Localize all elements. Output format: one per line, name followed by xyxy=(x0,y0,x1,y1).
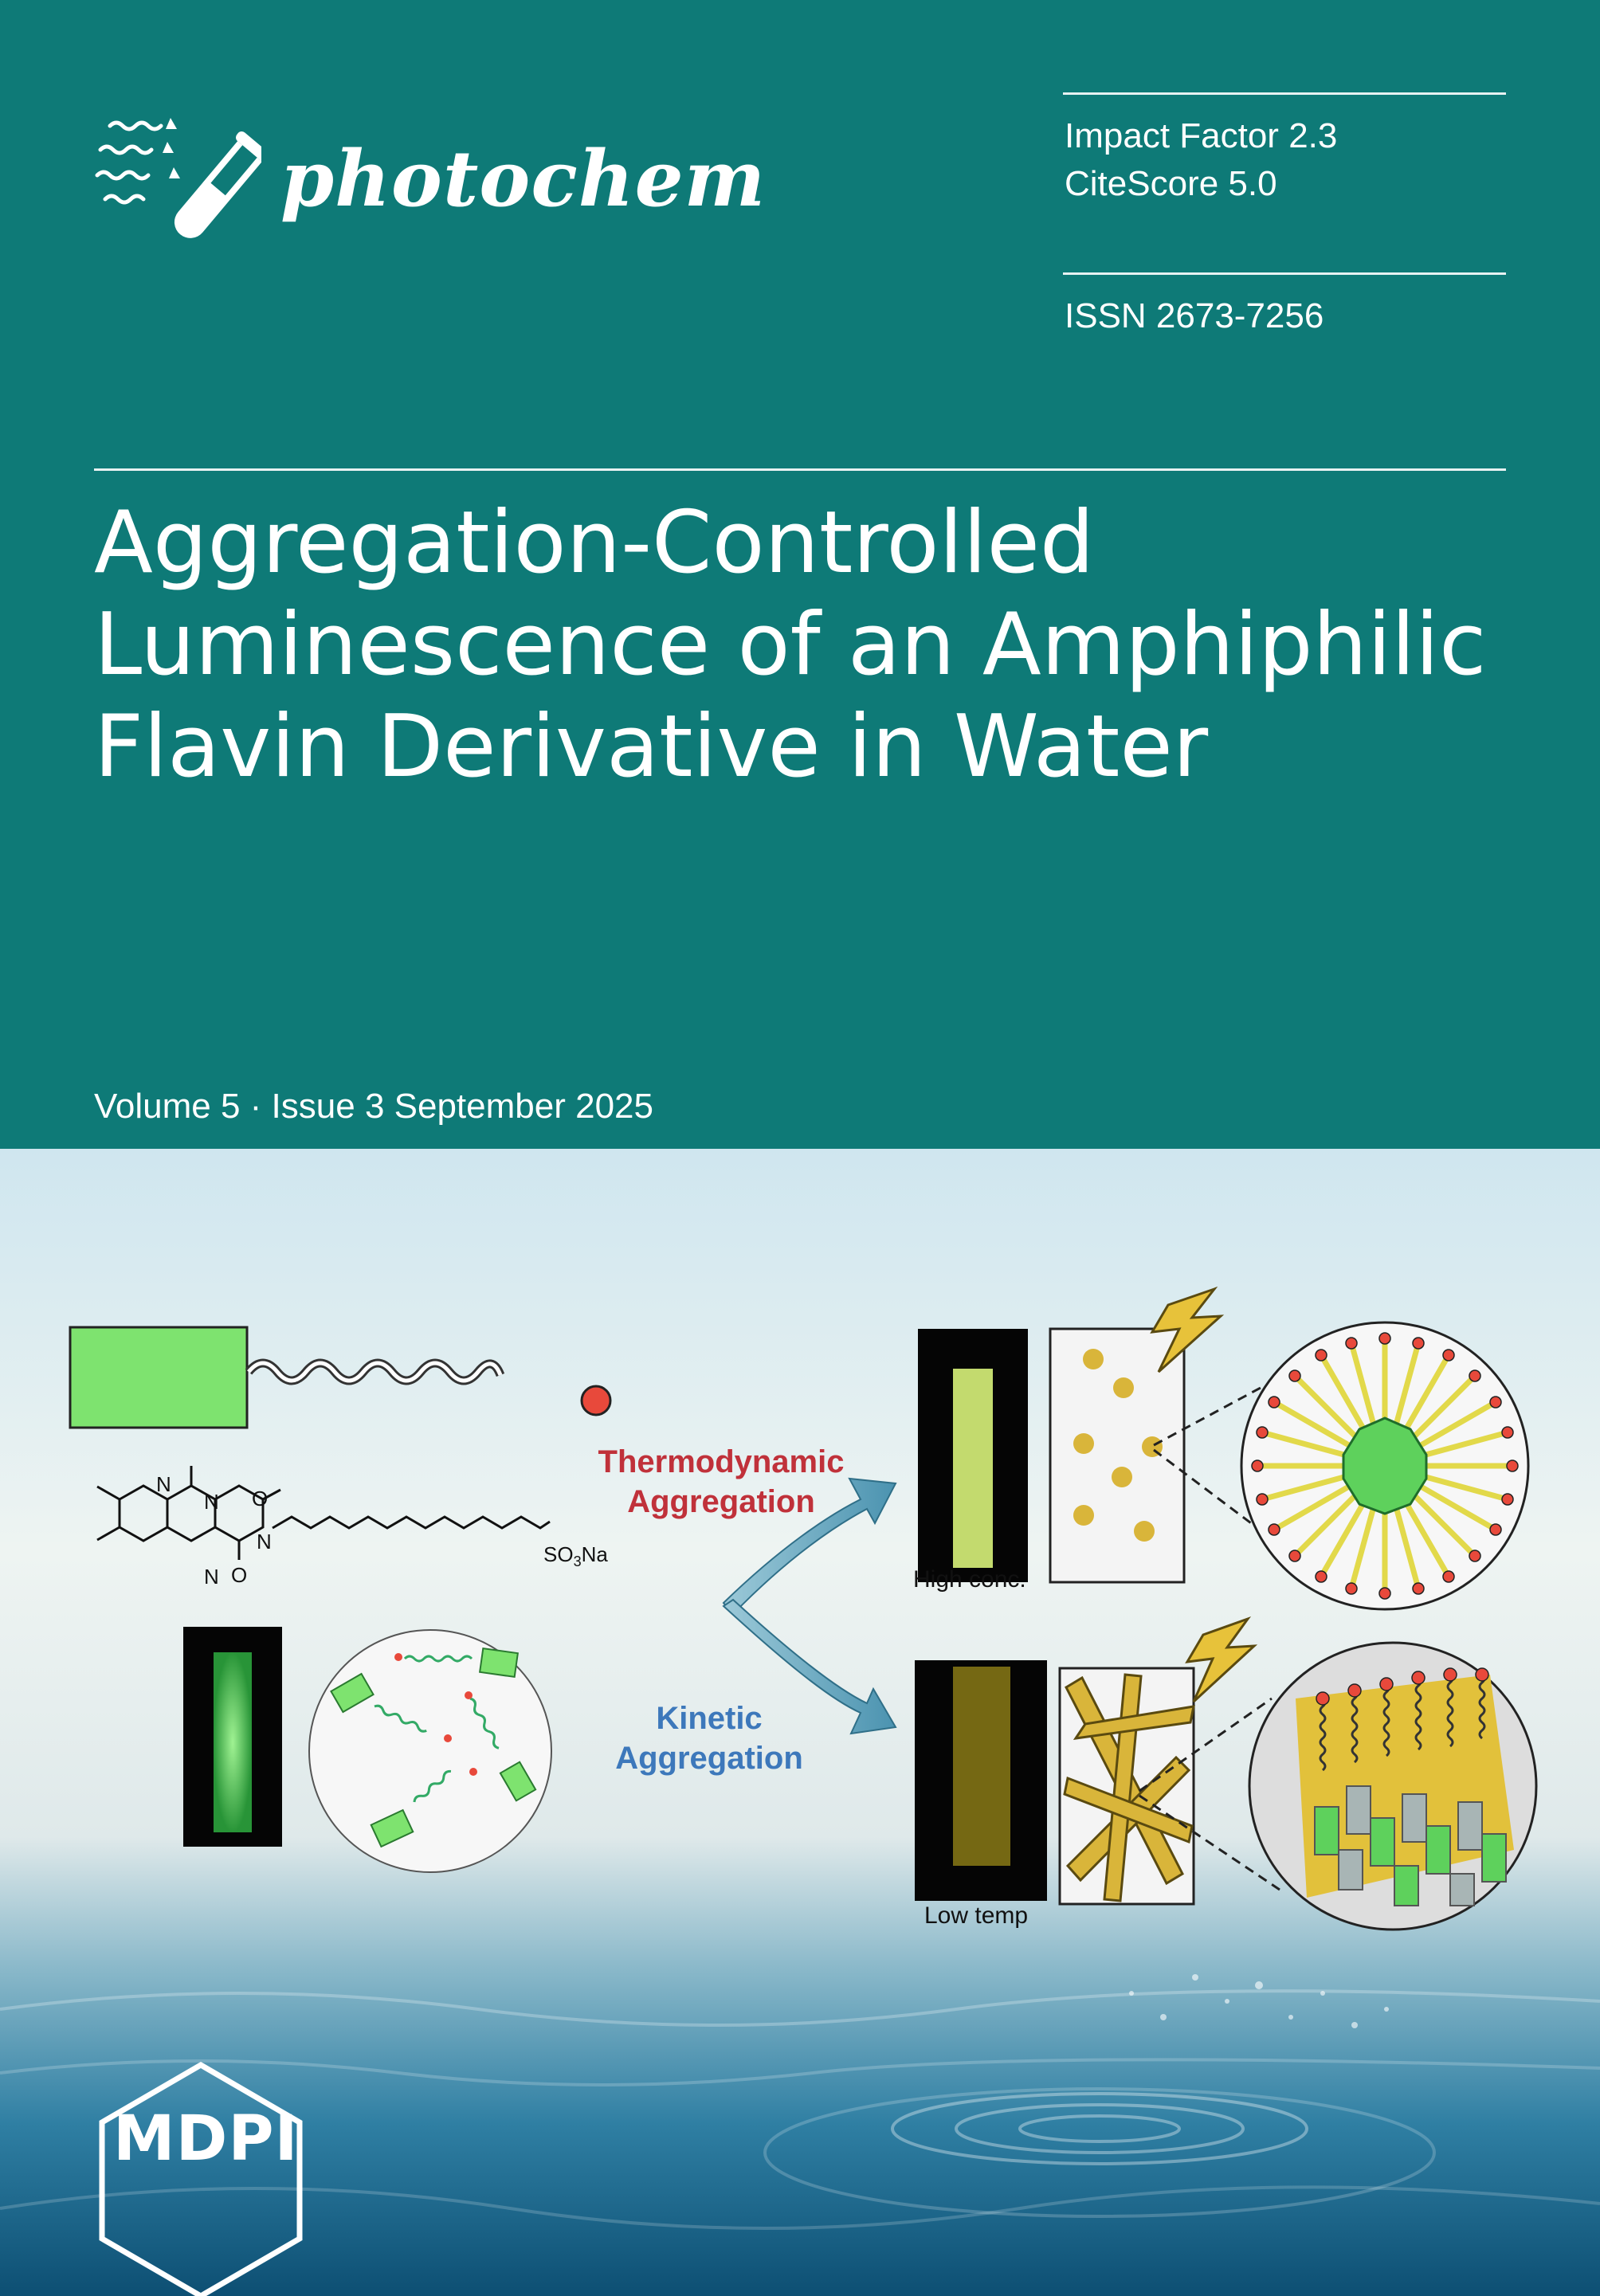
zoom-line xyxy=(1139,1697,1273,1793)
low-temp-label: Low temp xyxy=(924,1902,1029,1929)
cover-header-band xyxy=(0,0,1600,1149)
high-conc-label: High conc. xyxy=(913,1566,1026,1593)
issn: ISSN 2673-7256 xyxy=(1065,296,1324,335)
atom-label: N xyxy=(257,1530,272,1554)
sulfonate-suffix: Na xyxy=(581,1542,608,1566)
sulfonate-label: SO3Na xyxy=(543,1542,608,1570)
mdpi-hexagon xyxy=(99,2061,303,2296)
impact-factor: Impact Factor 2.3 xyxy=(1065,116,1338,155)
article-title-line: Luminescence of an Amphiphilic xyxy=(94,595,1487,695)
cuvette-glow-green xyxy=(214,1652,252,1832)
kinetic-label-line: Aggregation xyxy=(615,1741,803,1776)
cuvette-glow-yellow xyxy=(953,1369,993,1568)
sulfonate-text: SO xyxy=(543,1542,574,1566)
atom-label: N xyxy=(204,1490,219,1514)
cuvette-glow-dim xyxy=(953,1667,1010,1866)
illustration-canvas xyxy=(0,1149,1600,2296)
fibre-box xyxy=(1058,1616,1258,1906)
thermodynamic-label: Thermodynamic Aggregation xyxy=(550,1442,892,1522)
micelle-zoom-circle xyxy=(1240,1321,1530,1611)
issue-info: Volume 5 · Issue 3 September 2025 xyxy=(94,1087,653,1126)
kinetic-label-line: Kinetic xyxy=(656,1701,763,1736)
kinetic-label: Kinetic Aggregation xyxy=(558,1698,861,1778)
stacked-aggregate-zoom-circle xyxy=(1248,1641,1538,1931)
divider-line xyxy=(94,468,1506,471)
divider-line xyxy=(1063,92,1506,95)
atom-label: O xyxy=(231,1563,248,1587)
divider-line xyxy=(1063,272,1506,275)
cover-illustration xyxy=(0,1149,1600,2296)
publisher-name: MDPI xyxy=(113,2103,299,2175)
atom-label: O xyxy=(252,1487,269,1510)
thermodynamic-label-line: Thermodynamic xyxy=(598,1444,845,1479)
branching-arrows xyxy=(722,1477,897,1735)
zoom-line xyxy=(1153,1386,1261,1447)
sulfonate-subscript: 3 xyxy=(573,1554,582,1570)
zoom-line xyxy=(1139,1794,1280,1891)
nanoparticle-box xyxy=(1049,1286,1225,1584)
water-droplets xyxy=(1129,1974,1389,2028)
article-title: Aggregation-Controlled Luminescence of a… xyxy=(94,492,1528,798)
article-title-line: Flavin Derivative in Water xyxy=(94,697,1209,797)
atom-label: N xyxy=(204,1565,219,1589)
flavin-structure xyxy=(96,1466,551,1560)
publisher-logo: MDPI xyxy=(89,2057,312,2216)
citescore: CiteScore 5.0 xyxy=(1065,164,1277,203)
test-tube-light-icon xyxy=(95,118,261,238)
water-ripples xyxy=(0,1989,1600,2230)
atom-label: N xyxy=(156,1472,171,1496)
journal-name: photochem xyxy=(280,134,767,224)
thermodynamic-label-line: Aggregation xyxy=(627,1484,815,1519)
monomer-dispersion-circle xyxy=(308,1629,552,1873)
article-title-line: Aggregation-Controlled xyxy=(94,493,1095,593)
amphiphile-schematic xyxy=(69,1326,612,1429)
